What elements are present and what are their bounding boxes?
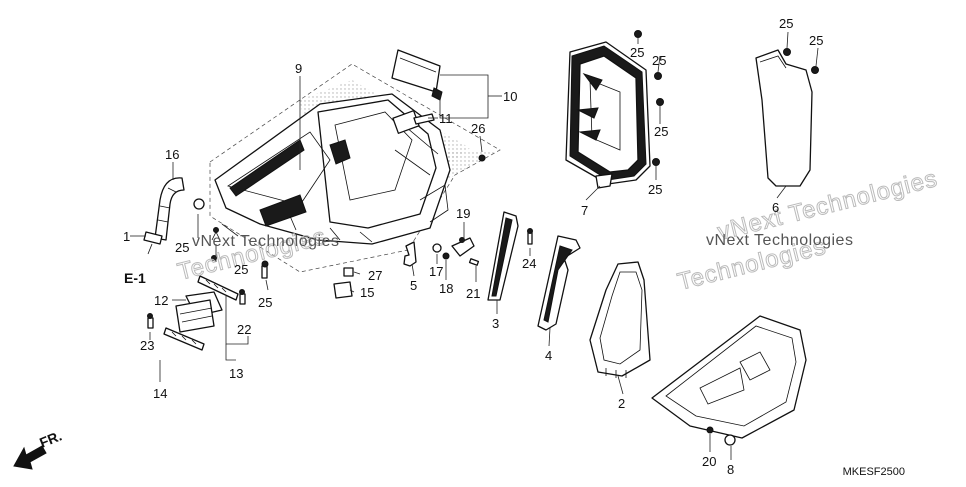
watermark-text-left: vNext Technologies bbox=[192, 233, 339, 250]
reference-e1: E-1 bbox=[124, 270, 146, 286]
frame-nuts bbox=[634, 30, 819, 166]
callout-25-e: 25 bbox=[652, 53, 666, 68]
callout-20: 20 bbox=[702, 454, 716, 469]
connector-assembly bbox=[147, 275, 246, 351]
callout-13: 13 bbox=[229, 366, 243, 381]
callout-25-c: 25 bbox=[258, 295, 272, 310]
callout-6: 6 bbox=[772, 200, 779, 215]
callout-25-d: 25 bbox=[630, 45, 644, 60]
callout-21: 21 bbox=[466, 286, 480, 301]
callout-27: 27 bbox=[368, 268, 382, 283]
leader-lines bbox=[130, 31, 819, 460]
callout-25-h: 25 bbox=[779, 16, 793, 31]
callout-24: 24 bbox=[522, 256, 536, 271]
callout-5: 5 bbox=[410, 278, 417, 293]
callout-25-g: 25 bbox=[648, 182, 662, 197]
watermark-text-right: vNext Technologies bbox=[706, 232, 853, 249]
side-cover bbox=[651, 315, 807, 446]
intake-ducts bbox=[487, 211, 581, 331]
callout-16: 16 bbox=[165, 147, 179, 162]
callout-1: 1 bbox=[123, 229, 130, 244]
callout-4: 4 bbox=[545, 348, 552, 363]
callout-15: 15 bbox=[360, 285, 374, 300]
callout-12: 12 bbox=[154, 293, 168, 308]
callout-9: 9 bbox=[295, 61, 302, 76]
callout-14: 14 bbox=[153, 386, 167, 401]
callout-26: 26 bbox=[471, 121, 485, 136]
callout-25-i: 25 bbox=[809, 33, 823, 48]
callout-25-b: 25 bbox=[234, 262, 248, 277]
callout-11: 11 bbox=[439, 111, 453, 126]
cover-panel bbox=[589, 261, 651, 378]
air-cleaner-housing bbox=[209, 49, 501, 273]
callout-2: 2 bbox=[618, 396, 625, 411]
callout-25-f: 25 bbox=[654, 124, 668, 139]
front-direction-label: FR. bbox=[37, 427, 64, 450]
reference-labels: E-1 FR. MKESF2500 bbox=[13, 270, 905, 478]
callout-8: 8 bbox=[727, 462, 734, 477]
callout-18: 18 bbox=[439, 281, 453, 296]
callout-25-a: 25 bbox=[175, 240, 189, 255]
callout-19: 19 bbox=[456, 206, 470, 221]
callout-3: 3 bbox=[492, 316, 499, 331]
callout-17: 17 bbox=[429, 264, 443, 279]
front-direction-arrow: FR. bbox=[13, 427, 64, 470]
filter-element bbox=[755, 49, 813, 187]
small-fasteners bbox=[211, 113, 533, 299]
callout-23: 23 bbox=[140, 338, 154, 353]
filter-frame bbox=[565, 41, 651, 189]
callout-22: 22 bbox=[237, 322, 251, 337]
callout-numbers: 1 2 3 4 5 6 7 8 9 10 11 12 13 14 15 16 1… bbox=[123, 16, 823, 477]
callout-7: 7 bbox=[581, 203, 588, 218]
diagram-code: MKESF2500 bbox=[843, 466, 905, 478]
breather-hose bbox=[143, 177, 205, 255]
callout-10: 10 bbox=[503, 89, 517, 104]
